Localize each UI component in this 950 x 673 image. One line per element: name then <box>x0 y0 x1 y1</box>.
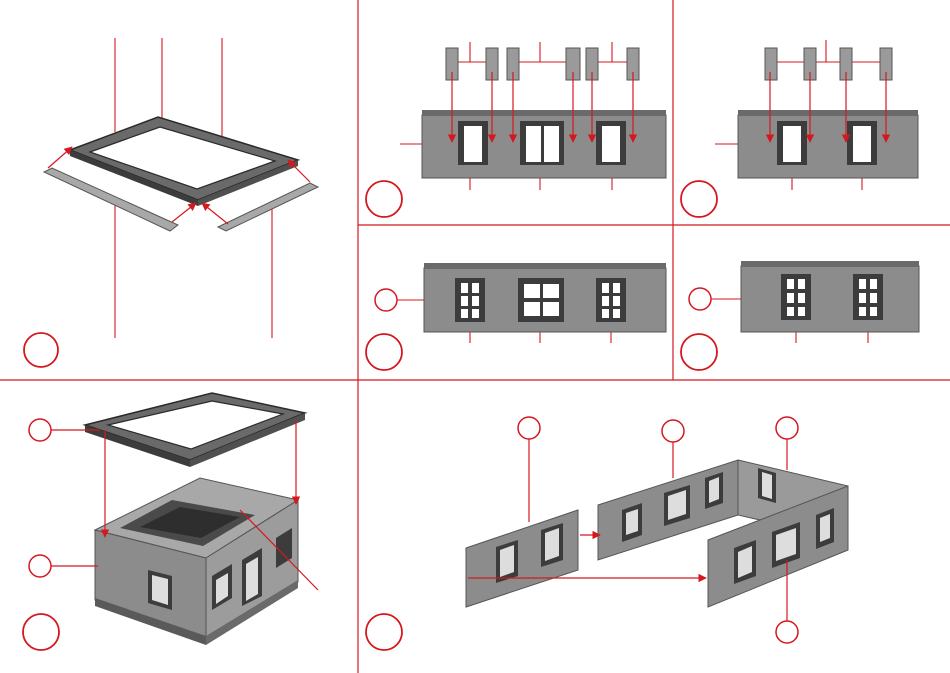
wall-side-outer <box>741 266 919 332</box>
step-marker <box>681 181 717 217</box>
panel-roof-frame-mounting <box>23 393 318 650</box>
callout-front-outer-wall <box>375 289 397 311</box>
panel-frame-assembly <box>24 38 318 367</box>
panel-wall-assembly <box>366 417 848 650</box>
step-marker <box>24 333 58 367</box>
panel-front-wall-doors-inner <box>366 42 666 217</box>
step-marker <box>366 614 402 650</box>
callout-right-wall <box>776 417 798 439</box>
panel-side-wall-doors-inner <box>681 40 918 217</box>
callout-house-body <box>29 555 51 577</box>
callout-back-wall <box>662 420 684 442</box>
callout-roof-frame <box>29 419 51 441</box>
step-marker <box>366 334 402 370</box>
callout-front-wall <box>776 621 798 643</box>
callout-side-outer-wall <box>689 288 711 310</box>
wall-side-inner <box>738 115 918 178</box>
step-marker <box>366 181 402 217</box>
panel-side-wall-windows-outer <box>681 261 919 370</box>
step-marker <box>681 334 717 370</box>
callout-left-wall <box>518 417 540 439</box>
panel-front-wall-windows-outer <box>366 263 666 370</box>
step-marker <box>23 614 59 650</box>
